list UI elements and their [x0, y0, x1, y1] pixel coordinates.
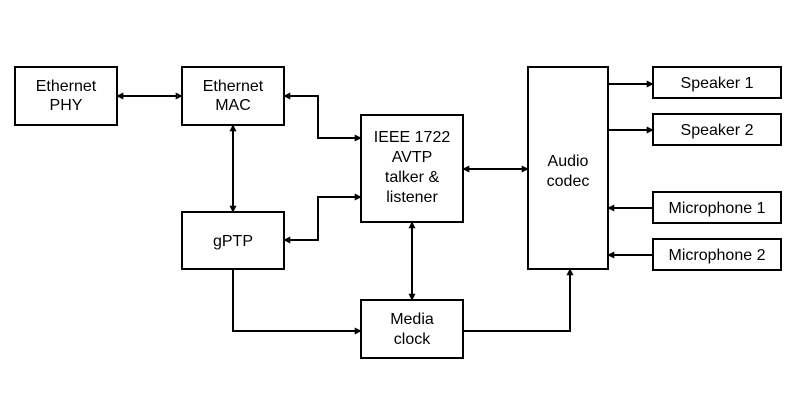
gptp-block: gPTP — [181, 211, 285, 270]
audio-codec-block: Audio codec — [527, 66, 609, 270]
speaker-1-block: Speaker 1 — [652, 66, 782, 99]
speaker-2-label: Speaker 2 — [681, 122, 754, 139]
media-clock-label-line1: Media — [390, 311, 434, 328]
audio-codec-label-line2: codec — [547, 173, 590, 190]
microphone-1-block: Microphone 1 — [652, 191, 782, 224]
ethernet-mac-block: Ethernet MAC — [181, 66, 285, 126]
arrow-gptp-avtp — [283, 193, 362, 244]
avtp-block: IEEE 1722 AVTP talker & listener — [360, 114, 464, 223]
arrow-mediaclock-codec — [463, 268, 574, 332]
avtp-label-line2: AVTP — [392, 149, 433, 166]
arrow-gptp-mediaclock — [232, 269, 362, 335]
speaker-1-label: Speaker 1 — [681, 75, 754, 92]
avtp-label-line1: IEEE 1722 — [374, 129, 451, 146]
ethernet-phy-label-line1: Ethernet — [36, 78, 97, 95]
media-clock-block: Media clock — [360, 299, 464, 359]
media-clock-label-line2: clock — [394, 331, 431, 348]
microphone-2-label: Microphone 2 — [669, 247, 766, 264]
ethernet-mac-label-line1: Ethernet — [203, 78, 264, 95]
avtp-label-line4: listener — [386, 189, 438, 206]
speaker-2-block: Speaker 2 — [652, 113, 782, 146]
microphone-1-label: Microphone 1 — [669, 200, 766, 217]
arrow-mac-avtp — [283, 92, 362, 142]
microphone-2-block: Microphone 2 — [652, 238, 782, 271]
gptp-label: gPTP — [213, 233, 253, 250]
ethernet-phy-label-line2: PHY — [50, 97, 83, 114]
ethernet-phy-block: Ethernet PHY — [14, 66, 118, 126]
audio-codec-label-line1: Audio — [548, 153, 589, 170]
avtp-label-line3: talker & — [385, 169, 440, 186]
ethernet-mac-label-line2: MAC — [215, 97, 251, 114]
